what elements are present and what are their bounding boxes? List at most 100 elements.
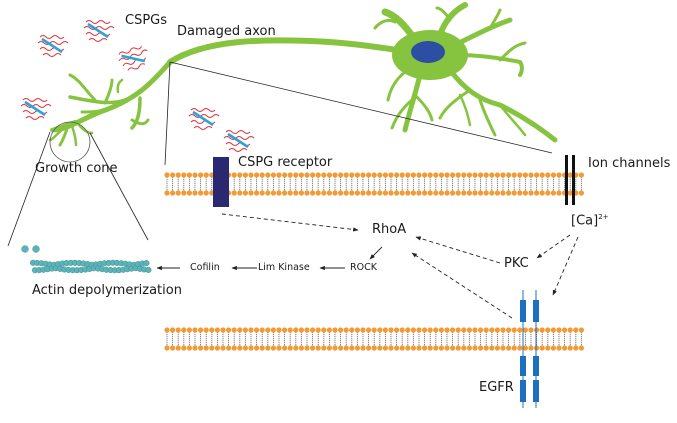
lipid-head [354, 190, 360, 196]
lipid-head [556, 172, 562, 178]
lipid-head [578, 172, 585, 178]
lipid-head [181, 345, 187, 351]
lipid-head [556, 327, 562, 333]
lipid-head [170, 327, 176, 333]
lipid-head [394, 345, 400, 351]
lipid-head [259, 172, 265, 178]
lipid-head [489, 172, 495, 178]
dashed-arrow-receptor-rhoa [221, 213, 359, 232]
lipid-head [545, 172, 551, 178]
lipid-head [203, 327, 209, 333]
lipid-head [528, 327, 534, 333]
lipid-head [332, 345, 338, 351]
lipid-head [416, 327, 422, 333]
lipid-head [259, 190, 265, 196]
lipid-head [405, 327, 411, 333]
lipid-head [399, 172, 405, 178]
lipid-head [427, 345, 433, 351]
lipid-head [388, 190, 394, 196]
lipid-head [466, 327, 472, 333]
lipid-head [545, 190, 551, 196]
lipid-head [326, 172, 332, 178]
lipid-head [539, 172, 545, 178]
lipid-head [164, 172, 170, 178]
lipid-head [534, 172, 540, 178]
lipid-head [282, 190, 288, 196]
lipid-head [489, 190, 495, 196]
lipid-head [192, 190, 198, 196]
lipid-head [522, 172, 529, 178]
lipid-head [567, 345, 573, 351]
lipid-head [461, 190, 467, 196]
lipid-head [282, 345, 288, 351]
lipid-head [326, 327, 332, 333]
lipid-head [343, 345, 349, 351]
lipid-head [455, 172, 461, 178]
lipid-head [483, 327, 489, 333]
cspg-molecule [115, 42, 154, 75]
lipid-head [366, 172, 372, 178]
lipid-head [506, 190, 512, 196]
lipid-head [220, 345, 226, 351]
lipid-head [293, 327, 299, 333]
lipid-head [545, 345, 551, 351]
cspgs-label: CSPGs [125, 13, 168, 28]
nucleus [411, 41, 445, 63]
lipid-head [422, 172, 428, 178]
lipid-head [506, 172, 512, 178]
rock-label: ROCK [350, 262, 377, 273]
lipid-head [461, 345, 467, 351]
lipid-head [237, 172, 243, 178]
lipid-head [332, 190, 338, 196]
lipid-head [265, 190, 271, 196]
lipid-head [304, 190, 310, 196]
lipid-head [214, 345, 220, 351]
lipid-head [562, 345, 568, 351]
lipid-head [326, 345, 332, 351]
dashed-arrow-pkc-rhoa [415, 236, 501, 264]
lipid-head [248, 190, 254, 196]
lipid-head [310, 190, 316, 196]
lipid-head [282, 172, 288, 178]
lipid-head [539, 190, 545, 196]
lipid-head [315, 345, 321, 351]
lipid-head [472, 345, 478, 351]
lipid-head [338, 190, 344, 196]
lipid-head [567, 172, 573, 178]
lipid-head [472, 190, 478, 196]
lipid-head [556, 190, 562, 196]
lipid-head [528, 190, 534, 196]
lipid-head [360, 327, 366, 333]
lipid-head [186, 190, 192, 196]
zoom-line [89, 132, 149, 241]
lipid-head [438, 327, 444, 333]
ion-channel [565, 155, 568, 205]
lipid-head [366, 190, 372, 196]
actin-filament [21, 245, 152, 274]
lipid-head [494, 345, 500, 351]
lipid-head [438, 345, 444, 351]
lipid-head [545, 327, 551, 333]
lipid-head [450, 345, 456, 351]
lipid-head [517, 327, 523, 333]
dashed-arrow-ca-egfr [552, 236, 579, 296]
lipid-head [388, 327, 394, 333]
lipid-head [254, 327, 260, 333]
lipid-head [181, 327, 187, 333]
lipid-head [181, 190, 187, 196]
lipid-head [539, 345, 545, 351]
lipid-head [293, 172, 299, 178]
lipid-head [433, 172, 439, 178]
lipid-head [164, 345, 170, 351]
lipid-head [298, 327, 304, 333]
lipid-head [315, 190, 321, 196]
lipid-head [416, 190, 422, 196]
lipid-head [444, 327, 450, 333]
lipid-head [382, 190, 388, 196]
lipid-head [578, 327, 585, 333]
damaged-axon-label: Damaged axon [177, 24, 276, 39]
lipid-head [461, 172, 467, 178]
lipid-head [321, 190, 327, 196]
lipid-head [422, 190, 428, 196]
lipid-head [500, 345, 506, 351]
